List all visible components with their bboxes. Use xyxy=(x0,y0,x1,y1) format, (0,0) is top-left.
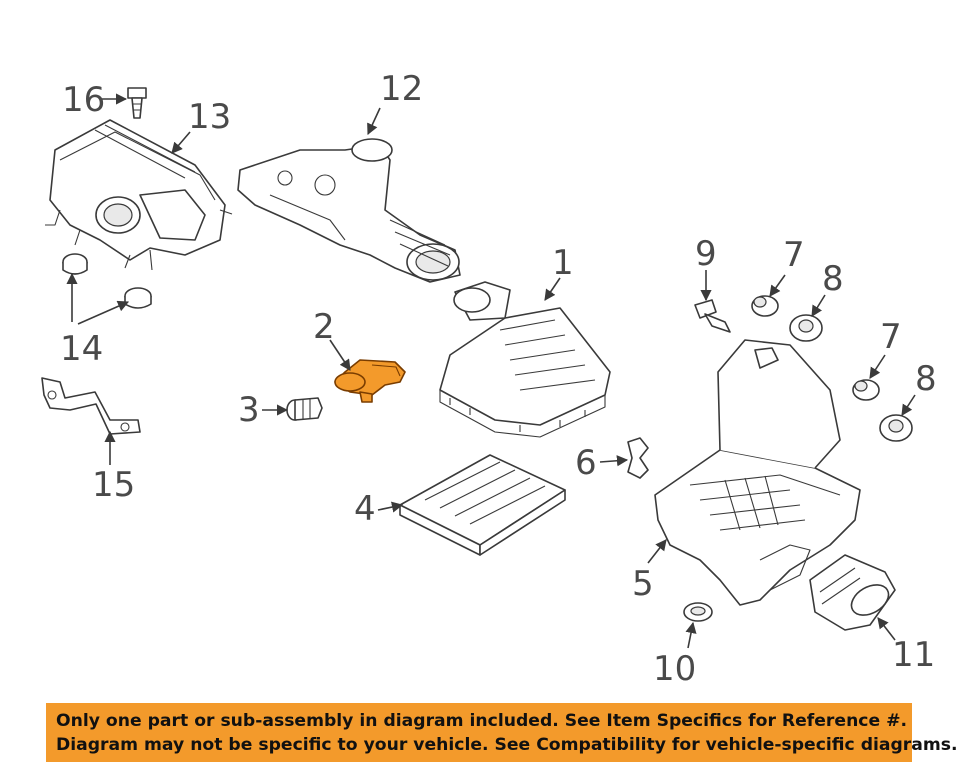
part-grommet-8b xyxy=(879,414,913,442)
part-intake-duct-12 xyxy=(237,138,461,283)
part-clip-6 xyxy=(627,437,649,479)
part-sensor-2 xyxy=(334,359,406,403)
callout-5: 5 xyxy=(632,564,654,604)
parts-diagram xyxy=(41,87,916,649)
part-air-cleaner-lid-1 xyxy=(439,281,611,438)
callout-3: 3 xyxy=(238,390,260,430)
part-bushing-7b xyxy=(852,379,880,401)
callout-2: 2 xyxy=(313,307,335,347)
callout-7a: 7 xyxy=(783,235,805,275)
callout-4: 4 xyxy=(354,489,376,529)
banner-line-2: Diagram may not be specific to your vehi… xyxy=(56,735,958,755)
callout-15: 15 xyxy=(92,465,136,505)
part-grommet-10 xyxy=(683,602,713,622)
part-filter-4 xyxy=(399,454,566,556)
callout-16: 16 xyxy=(62,80,106,120)
part-screw-3 xyxy=(286,397,323,421)
callout-13: 13 xyxy=(188,97,232,137)
part-bolt-9 xyxy=(694,299,731,333)
callout-7b: 7 xyxy=(880,317,902,357)
callout-6: 6 xyxy=(575,443,597,483)
part-grommet-8a xyxy=(789,314,823,342)
callout-14: 14 xyxy=(60,329,104,369)
callout-8b: 8 xyxy=(915,359,937,399)
disclaimer-banner: Only one part or sub-assembly in diagram… xyxy=(46,703,958,762)
callout-8a: 8 xyxy=(822,259,844,299)
part-air-cleaner-body-5 xyxy=(654,339,861,606)
part-bolt-16 xyxy=(127,87,147,119)
callout-11: 11 xyxy=(892,635,936,675)
callout-10: 10 xyxy=(653,649,697,689)
part-duct-11 xyxy=(809,554,896,631)
part-grommets-14 xyxy=(62,253,152,309)
callout-9: 9 xyxy=(695,234,717,274)
banner-line-1: Only one part or sub-assembly in diagram… xyxy=(56,711,908,731)
leader-lines xyxy=(66,93,916,649)
callout-1: 1 xyxy=(552,243,574,283)
callout-12: 12 xyxy=(380,69,424,109)
part-bushing-7a xyxy=(751,295,779,317)
part-upper-cover xyxy=(45,119,233,271)
part-bracket-15 xyxy=(41,377,141,435)
